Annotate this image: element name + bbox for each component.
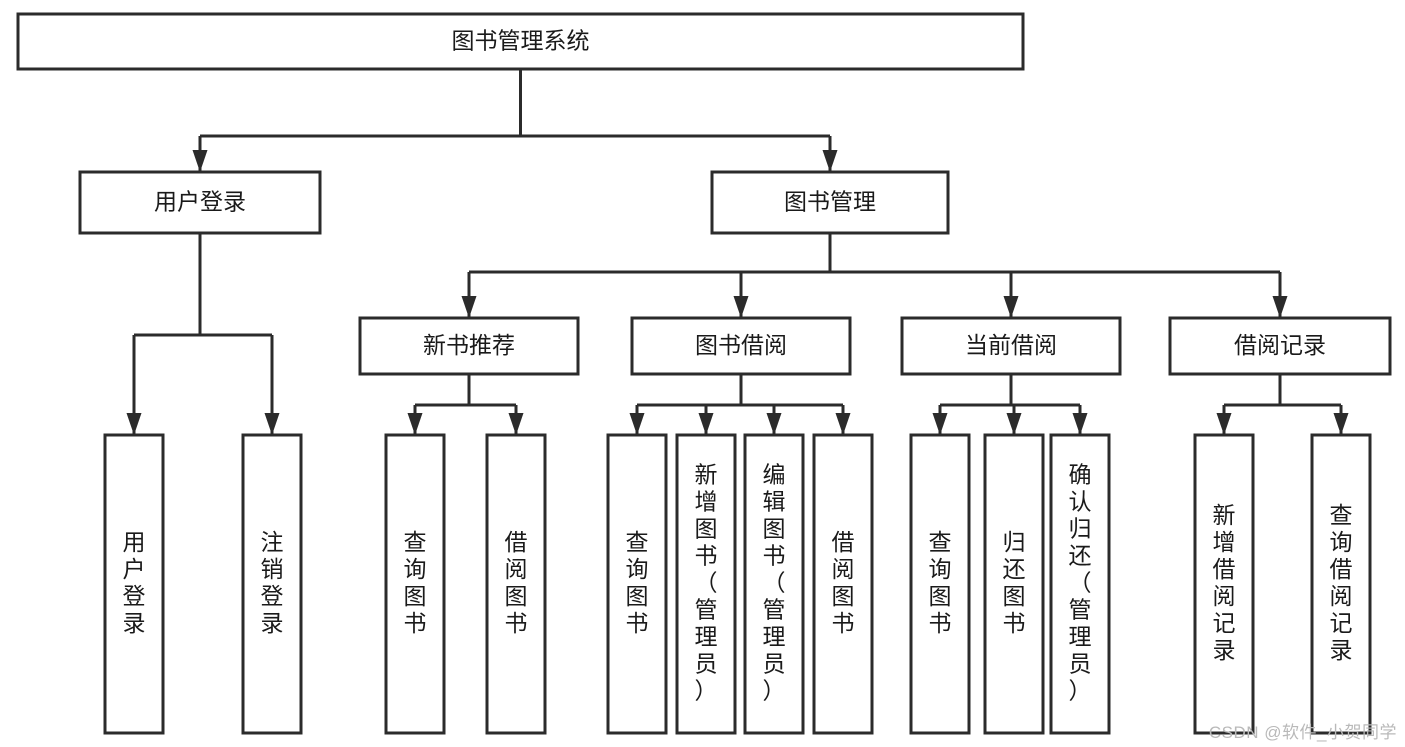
connectors-layer xyxy=(126,69,1349,435)
arrow-head xyxy=(126,413,142,435)
node-box-leaf-query-borrow-record[interactable] xyxy=(1310,433,1372,735)
node-leaf-edit-book-admin[interactable]: 编辑图书（管理员） xyxy=(743,433,805,735)
node-leaf-query-borrow-record[interactable]: 查询借阅记录 xyxy=(1310,433,1372,735)
node-leaf-logout-login[interactable]: 注销登录 xyxy=(241,433,303,735)
node-root[interactable]: 图书管理系统 xyxy=(16,12,1025,71)
node-box-leaf-add-borrow-record[interactable] xyxy=(1193,433,1255,735)
arrow-head xyxy=(192,150,208,172)
node-label-leaf-add-book-admin: 新增图书（管理员） xyxy=(695,462,718,704)
arrow-head xyxy=(932,413,948,435)
node-label-leaf-confirm-return-admin: 确认归还（管理员） xyxy=(1069,462,1092,704)
arrow-head xyxy=(508,413,524,435)
node-label-root: 图书管理系统 xyxy=(452,28,590,54)
node-box-leaf-query-book-2[interactable] xyxy=(606,433,668,735)
node-leaf-query-book-2[interactable]: 查询图书 xyxy=(606,433,668,735)
arrow-head xyxy=(733,296,749,318)
node-box-leaf-logout-login[interactable] xyxy=(241,433,303,735)
arrow-head xyxy=(1272,296,1288,318)
node-label-leaf-query-book-2: 查询图书 xyxy=(626,529,649,636)
node-leaf-query-book-3[interactable]: 查询图书 xyxy=(909,433,971,735)
arrow-head xyxy=(629,413,645,435)
node-box-book-borrow[interactable] xyxy=(630,316,852,376)
node-label-leaf-borrow-book-1: 借阅图书 xyxy=(505,529,528,636)
node-box-leaf-return-book[interactable] xyxy=(983,433,1045,735)
node-box-leaf-confirm-return-admin[interactable] xyxy=(1049,433,1111,735)
node-leaf-add-borrow-record[interactable]: 新增借阅记录 xyxy=(1193,433,1255,735)
arrow-head xyxy=(766,413,782,435)
node-label-leaf-add-borrow-record: 新增借阅记录 xyxy=(1213,502,1236,663)
node-leaf-confirm-return-admin[interactable]: 确认归还（管理员） xyxy=(1049,433,1111,735)
node-box-leaf-user-login[interactable] xyxy=(103,433,165,735)
node-label-user-login: 用户登录 xyxy=(154,189,246,215)
arrow-head xyxy=(1003,296,1019,318)
node-box-borrow-record[interactable] xyxy=(1168,316,1392,376)
node-leaf-return-book[interactable]: 归还图书 xyxy=(983,433,1045,735)
node-leaf-query-book-1[interactable]: 查询图书 xyxy=(384,433,446,735)
node-label-borrow-record: 借阅记录 xyxy=(1234,332,1326,358)
node-label-leaf-query-book-1: 查询图书 xyxy=(404,529,427,636)
node-box-user-login[interactable] xyxy=(78,170,322,235)
arrow-head xyxy=(698,413,714,435)
csdn-watermark: CSDN @软件_小贺同学 xyxy=(1208,723,1397,742)
node-box-leaf-query-book-3[interactable] xyxy=(909,433,971,735)
node-box-leaf-borrow-book-2[interactable] xyxy=(812,433,874,735)
node-box-leaf-query-book-1[interactable] xyxy=(384,433,446,735)
arrow-head xyxy=(1072,413,1088,435)
arrow-head xyxy=(407,413,423,435)
node-box-current-borrow[interactable] xyxy=(900,316,1122,376)
node-box-leaf-borrow-book-1[interactable] xyxy=(485,433,547,735)
node-box-leaf-edit-book-admin[interactable] xyxy=(743,433,805,735)
arrow-head xyxy=(461,296,477,318)
node-book-manage[interactable]: 图书管理 xyxy=(710,170,950,235)
nodes-layer: 图书管理系统用户登录图书管理新书推荐图书借阅当前借阅借阅记录用户登录注销登录查询… xyxy=(16,12,1392,735)
node-book-borrow[interactable]: 图书借阅 xyxy=(630,316,852,376)
node-label-new-book-recommend: 新书推荐 xyxy=(423,332,515,358)
arrow-head xyxy=(1333,413,1349,435)
arrow-head xyxy=(1006,413,1022,435)
node-label-leaf-logout-login: 注销登录 xyxy=(261,529,284,636)
node-label-leaf-query-borrow-record: 查询借阅记录 xyxy=(1330,502,1353,663)
node-label-book-manage: 图书管理 xyxy=(784,189,876,215)
node-box-leaf-add-book-admin[interactable] xyxy=(675,433,737,735)
node-box-new-book-recommend[interactable] xyxy=(358,316,580,376)
arrow-head xyxy=(264,413,280,435)
node-leaf-add-book-admin[interactable]: 新增图书（管理员） xyxy=(675,433,737,735)
node-label-leaf-edit-book-admin: 编辑图书（管理员） xyxy=(763,462,786,704)
node-label-leaf-return-book: 归还图书 xyxy=(1003,529,1026,636)
node-borrow-record[interactable]: 借阅记录 xyxy=(1168,316,1392,376)
arrow-head xyxy=(1216,413,1232,435)
node-user-login[interactable]: 用户登录 xyxy=(78,170,322,235)
node-new-book-recommend[interactable]: 新书推荐 xyxy=(358,316,580,376)
node-label-current-borrow: 当前借阅 xyxy=(965,332,1057,358)
arrow-head xyxy=(835,413,851,435)
arrow-head xyxy=(822,150,838,172)
node-box-root[interactable] xyxy=(16,12,1025,71)
node-label-leaf-borrow-book-2: 借阅图书 xyxy=(832,529,855,636)
node-leaf-borrow-book-1[interactable]: 借阅图书 xyxy=(485,433,547,735)
node-box-book-manage[interactable] xyxy=(710,170,950,235)
node-leaf-borrow-book-2[interactable]: 借阅图书 xyxy=(812,433,874,735)
node-current-borrow[interactable]: 当前借阅 xyxy=(900,316,1122,376)
node-leaf-user-login[interactable]: 用户登录 xyxy=(103,433,165,735)
node-label-leaf-query-book-3: 查询图书 xyxy=(929,529,952,636)
node-label-book-borrow: 图书借阅 xyxy=(695,332,787,358)
node-label-leaf-user-login: 用户登录 xyxy=(123,529,146,636)
